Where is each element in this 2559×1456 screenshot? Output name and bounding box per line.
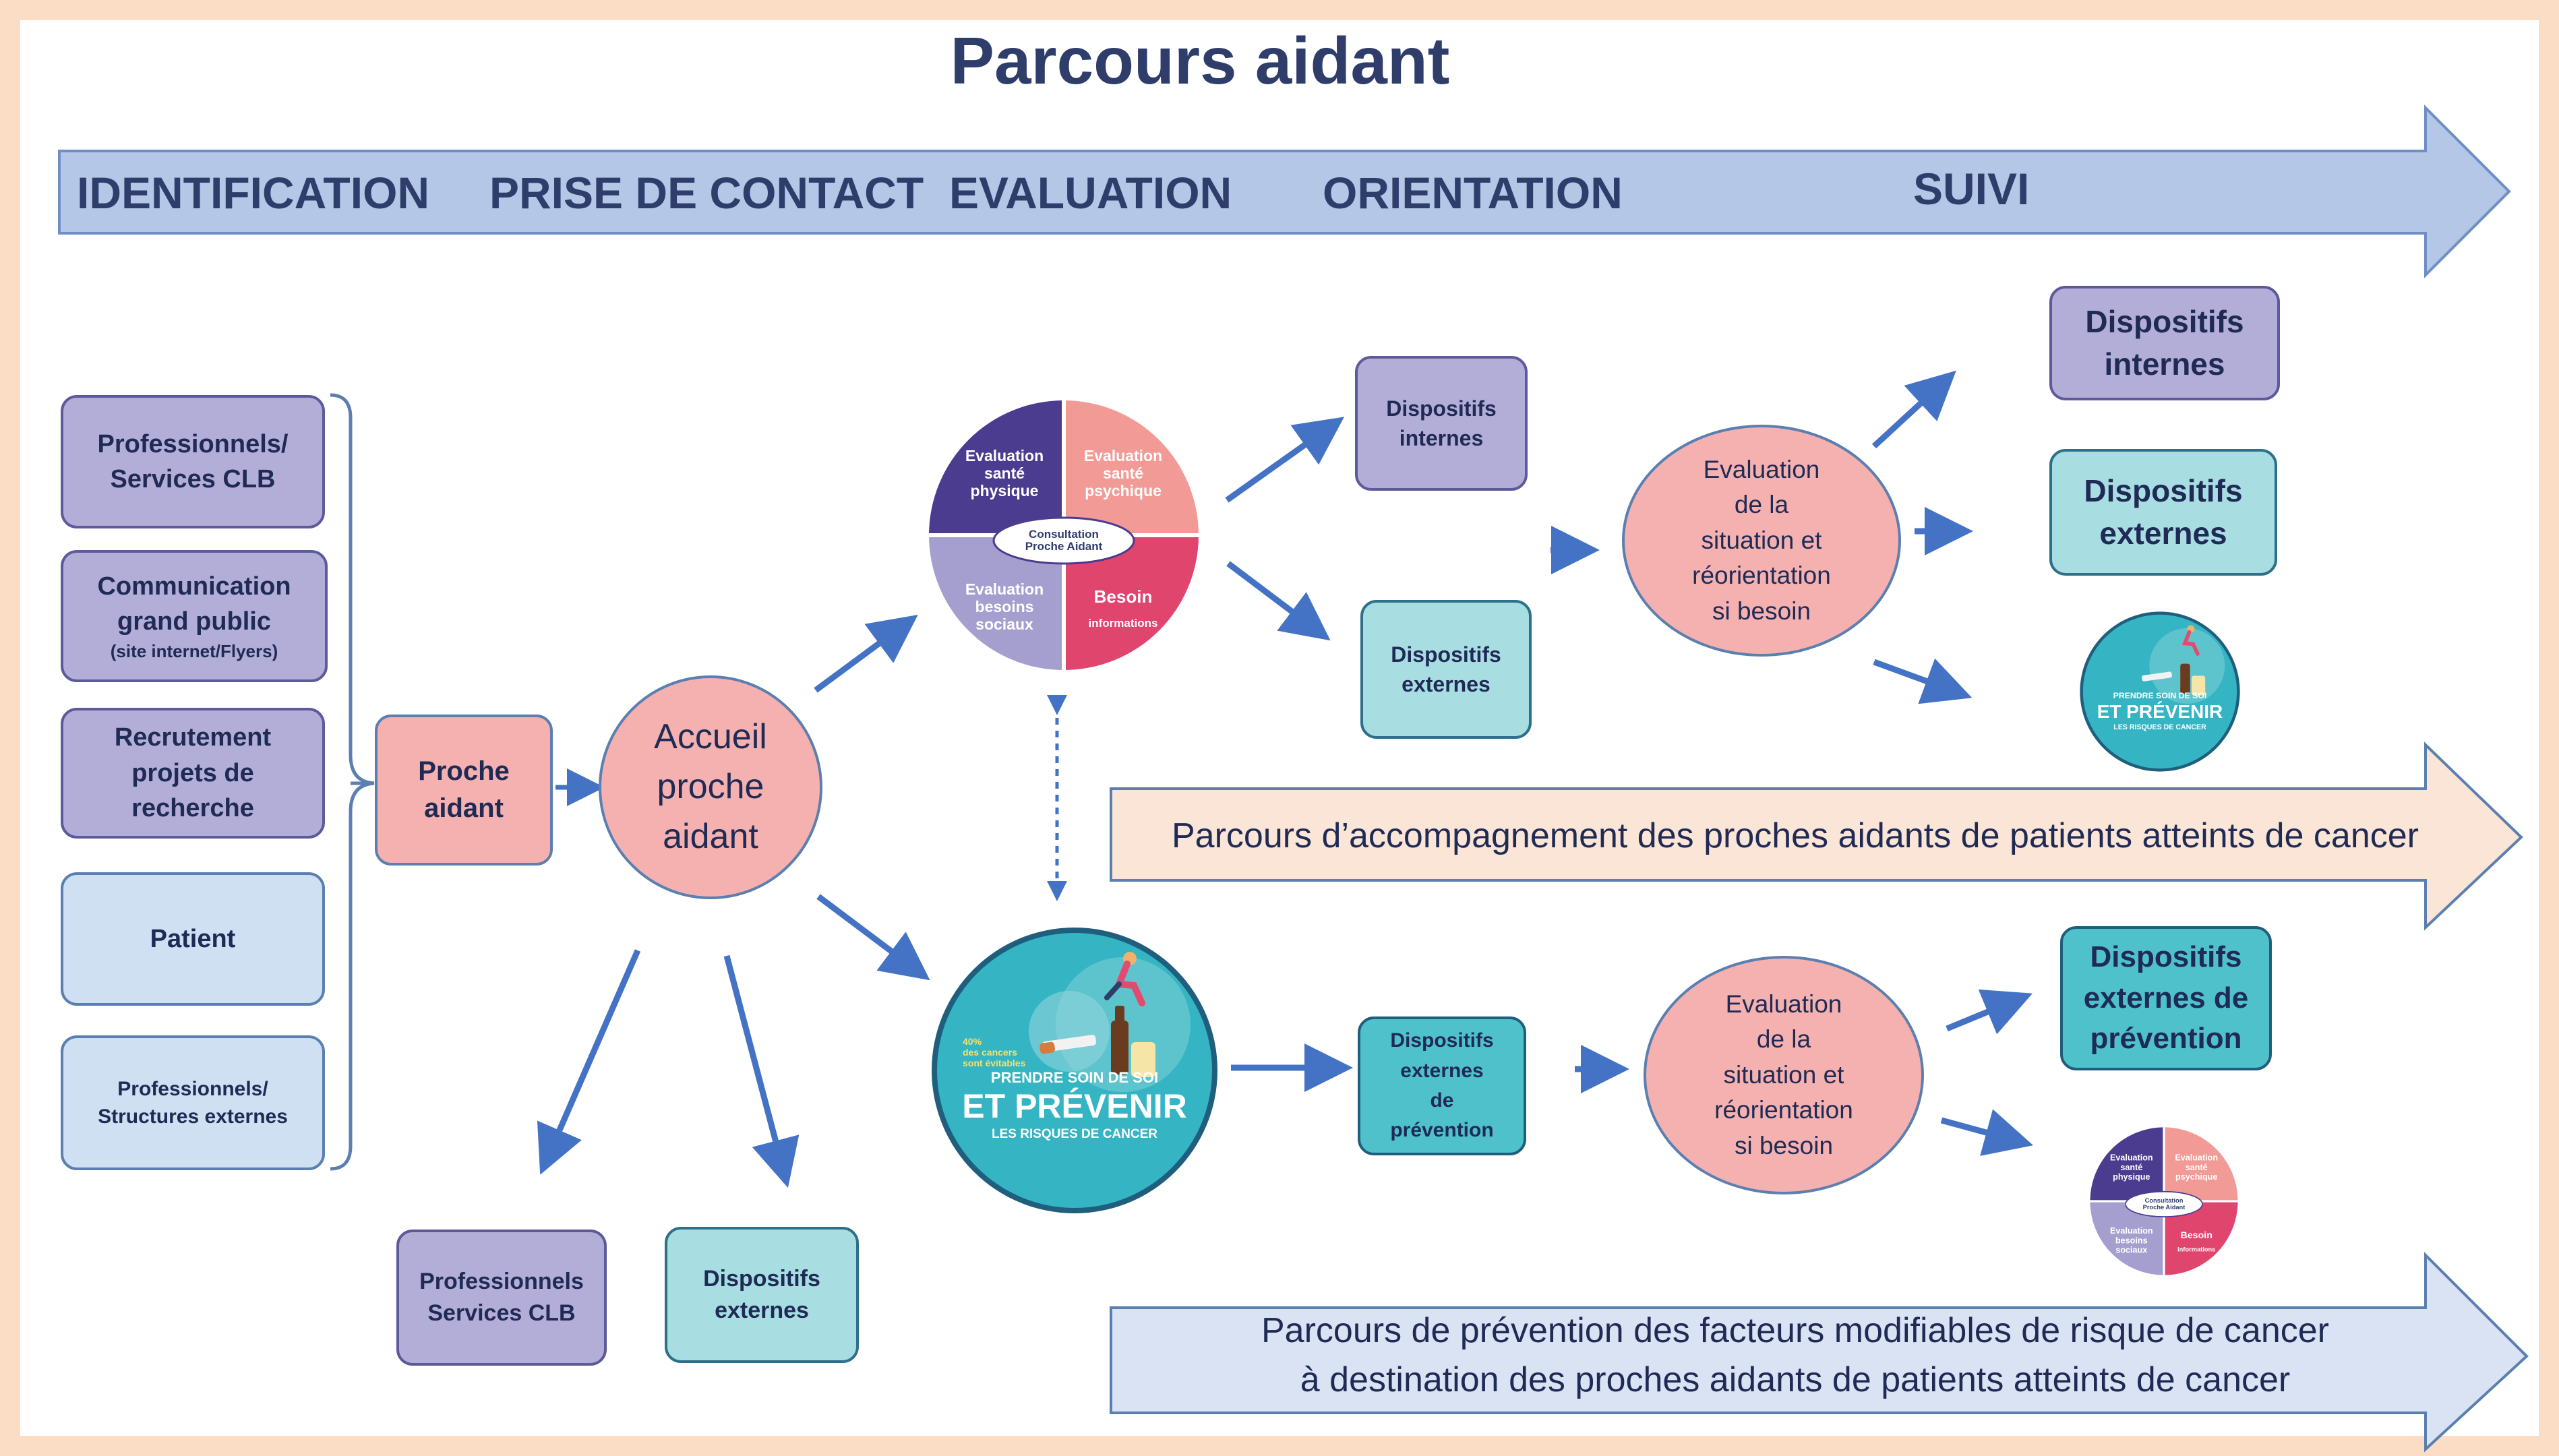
- proche-aidant-box: Proche aidant: [375, 715, 553, 866]
- prevention-logo-line1: PRENDRE SOIN DE SOI: [991, 1069, 1158, 1086]
- banner-prevention: Parcours de prévention des facteurs modi…: [1261, 1311, 2329, 1399]
- phase-orientation: ORIENTATION: [1323, 168, 1623, 218]
- suivi-dispositifs-externes: Dispositifs externes: [2049, 449, 2277, 576]
- orientation-dispositifs-externes: Dispositifs externes: [1360, 600, 1532, 739]
- source-communication: Communication grand public (site interne…: [61, 550, 328, 682]
- source-recrutement: Recrutement projets de recherche: [61, 708, 325, 839]
- banner-accompagnement: Parcours d’accompagnement des proches ai…: [1172, 816, 2419, 855]
- accueil-proche-aidant: Accueil proche aidant: [599, 675, 822, 899]
- phase-prise-de-contact: PRISE DE CONTACT: [489, 168, 924, 218]
- page-title: Parcours aidant: [950, 24, 1450, 98]
- suivi-dispositifs-prevention: Dispositifs externes de prévention: [2060, 926, 2272, 1070]
- wheel-label-informations: informations: [1089, 617, 1158, 630]
- phase-suivi: SUIVI: [1913, 164, 2030, 214]
- suivi-prevention-logo-line3: LES RISQUES DE CANCER: [2113, 723, 2206, 731]
- bottom-dispositifs-externes: Dispositifs externes: [665, 1227, 859, 1363]
- orientation-dispositifs-prevention: Dispositifs externes de prévention: [1358, 1017, 1526, 1155]
- evaluation-reorientation-prevention: Evaluation de la situation et réorientat…: [1644, 956, 1924, 1194]
- suivi-prevention-logo-line2: ET PRÉVENIR: [2097, 701, 2223, 722]
- source-professionnels-clb: Professionnels/ Services CLB: [61, 395, 325, 528]
- suivi-wheel-label-besoin: Besoin: [2180, 1230, 2212, 1241]
- phase-identification: IDENTIFICATION: [77, 168, 430, 218]
- evaluation-reorientation-accompagnement: Evaluation de la situation et réorientat…: [1622, 425, 1901, 657]
- suivi-dispositifs-internes: Dispositifs internes: [2049, 286, 2280, 400]
- source-professionnels-externes: Professionnels/ Structures externes: [61, 1035, 325, 1170]
- wheel-quadrant-psychique: [1064, 400, 1199, 535]
- wheel-label-besoin: Besoin: [1094, 586, 1153, 607]
- suivi-prevention-logo: PRENDRE SOIN DE SOI ET PRÉVENIR LES RISQ…: [2080, 611, 2240, 772]
- wheel-quadrant-sociaux: [929, 535, 1064, 670]
- source-patient: Patient: [61, 872, 325, 1006]
- suivi-wheel-label-informations: informations: [2177, 1246, 2215, 1253]
- source-communication-sub: (site internet/Flyers): [110, 640, 278, 661]
- wheel-center: [992, 516, 1135, 565]
- orientation-dispositifs-internes: Dispositifs internes: [1355, 356, 1528, 491]
- wheel-quadrant-informations: [1064, 535, 1199, 670]
- phase-evaluation: EVALUATION: [949, 168, 1232, 218]
- bottom-professionnels-clb: Professionnels Services CLB: [396, 1230, 607, 1366]
- suivi-prevention-logo-line1: PRENDRE SOIN DE SOI: [2113, 691, 2207, 700]
- source-communication-label: Communication grand public: [97, 572, 291, 636]
- prevention-logo-line3: LES RISQUES DE CANCER: [992, 1127, 1157, 1141]
- prevention-logo-line2: ET PRÉVENIR: [962, 1087, 1186, 1125]
- wheel-quadrant-physique: [929, 400, 1064, 535]
